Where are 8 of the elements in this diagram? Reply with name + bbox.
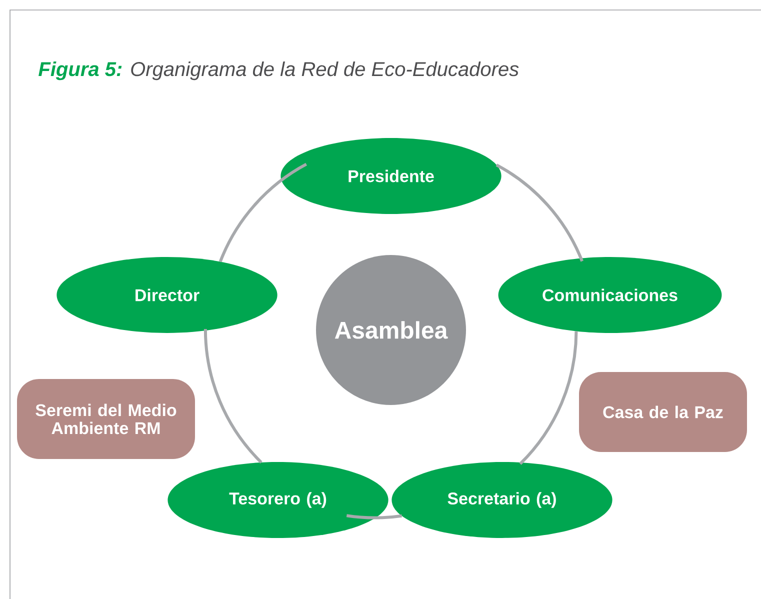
ring-connector [346, 514, 402, 520]
ring-connector [218, 162, 308, 262]
figure-title: Figura 5: Organigrama de la Red de Eco-Educadores [38, 62, 519, 80]
ring-connector [496, 164, 584, 262]
ring-connector [519, 331, 578, 465]
partner-box: Casa de la Paz [579, 372, 747, 452]
partner-box: Seremi del Medio Ambiente RM [17, 378, 195, 459]
ring-connector [204, 328, 262, 464]
